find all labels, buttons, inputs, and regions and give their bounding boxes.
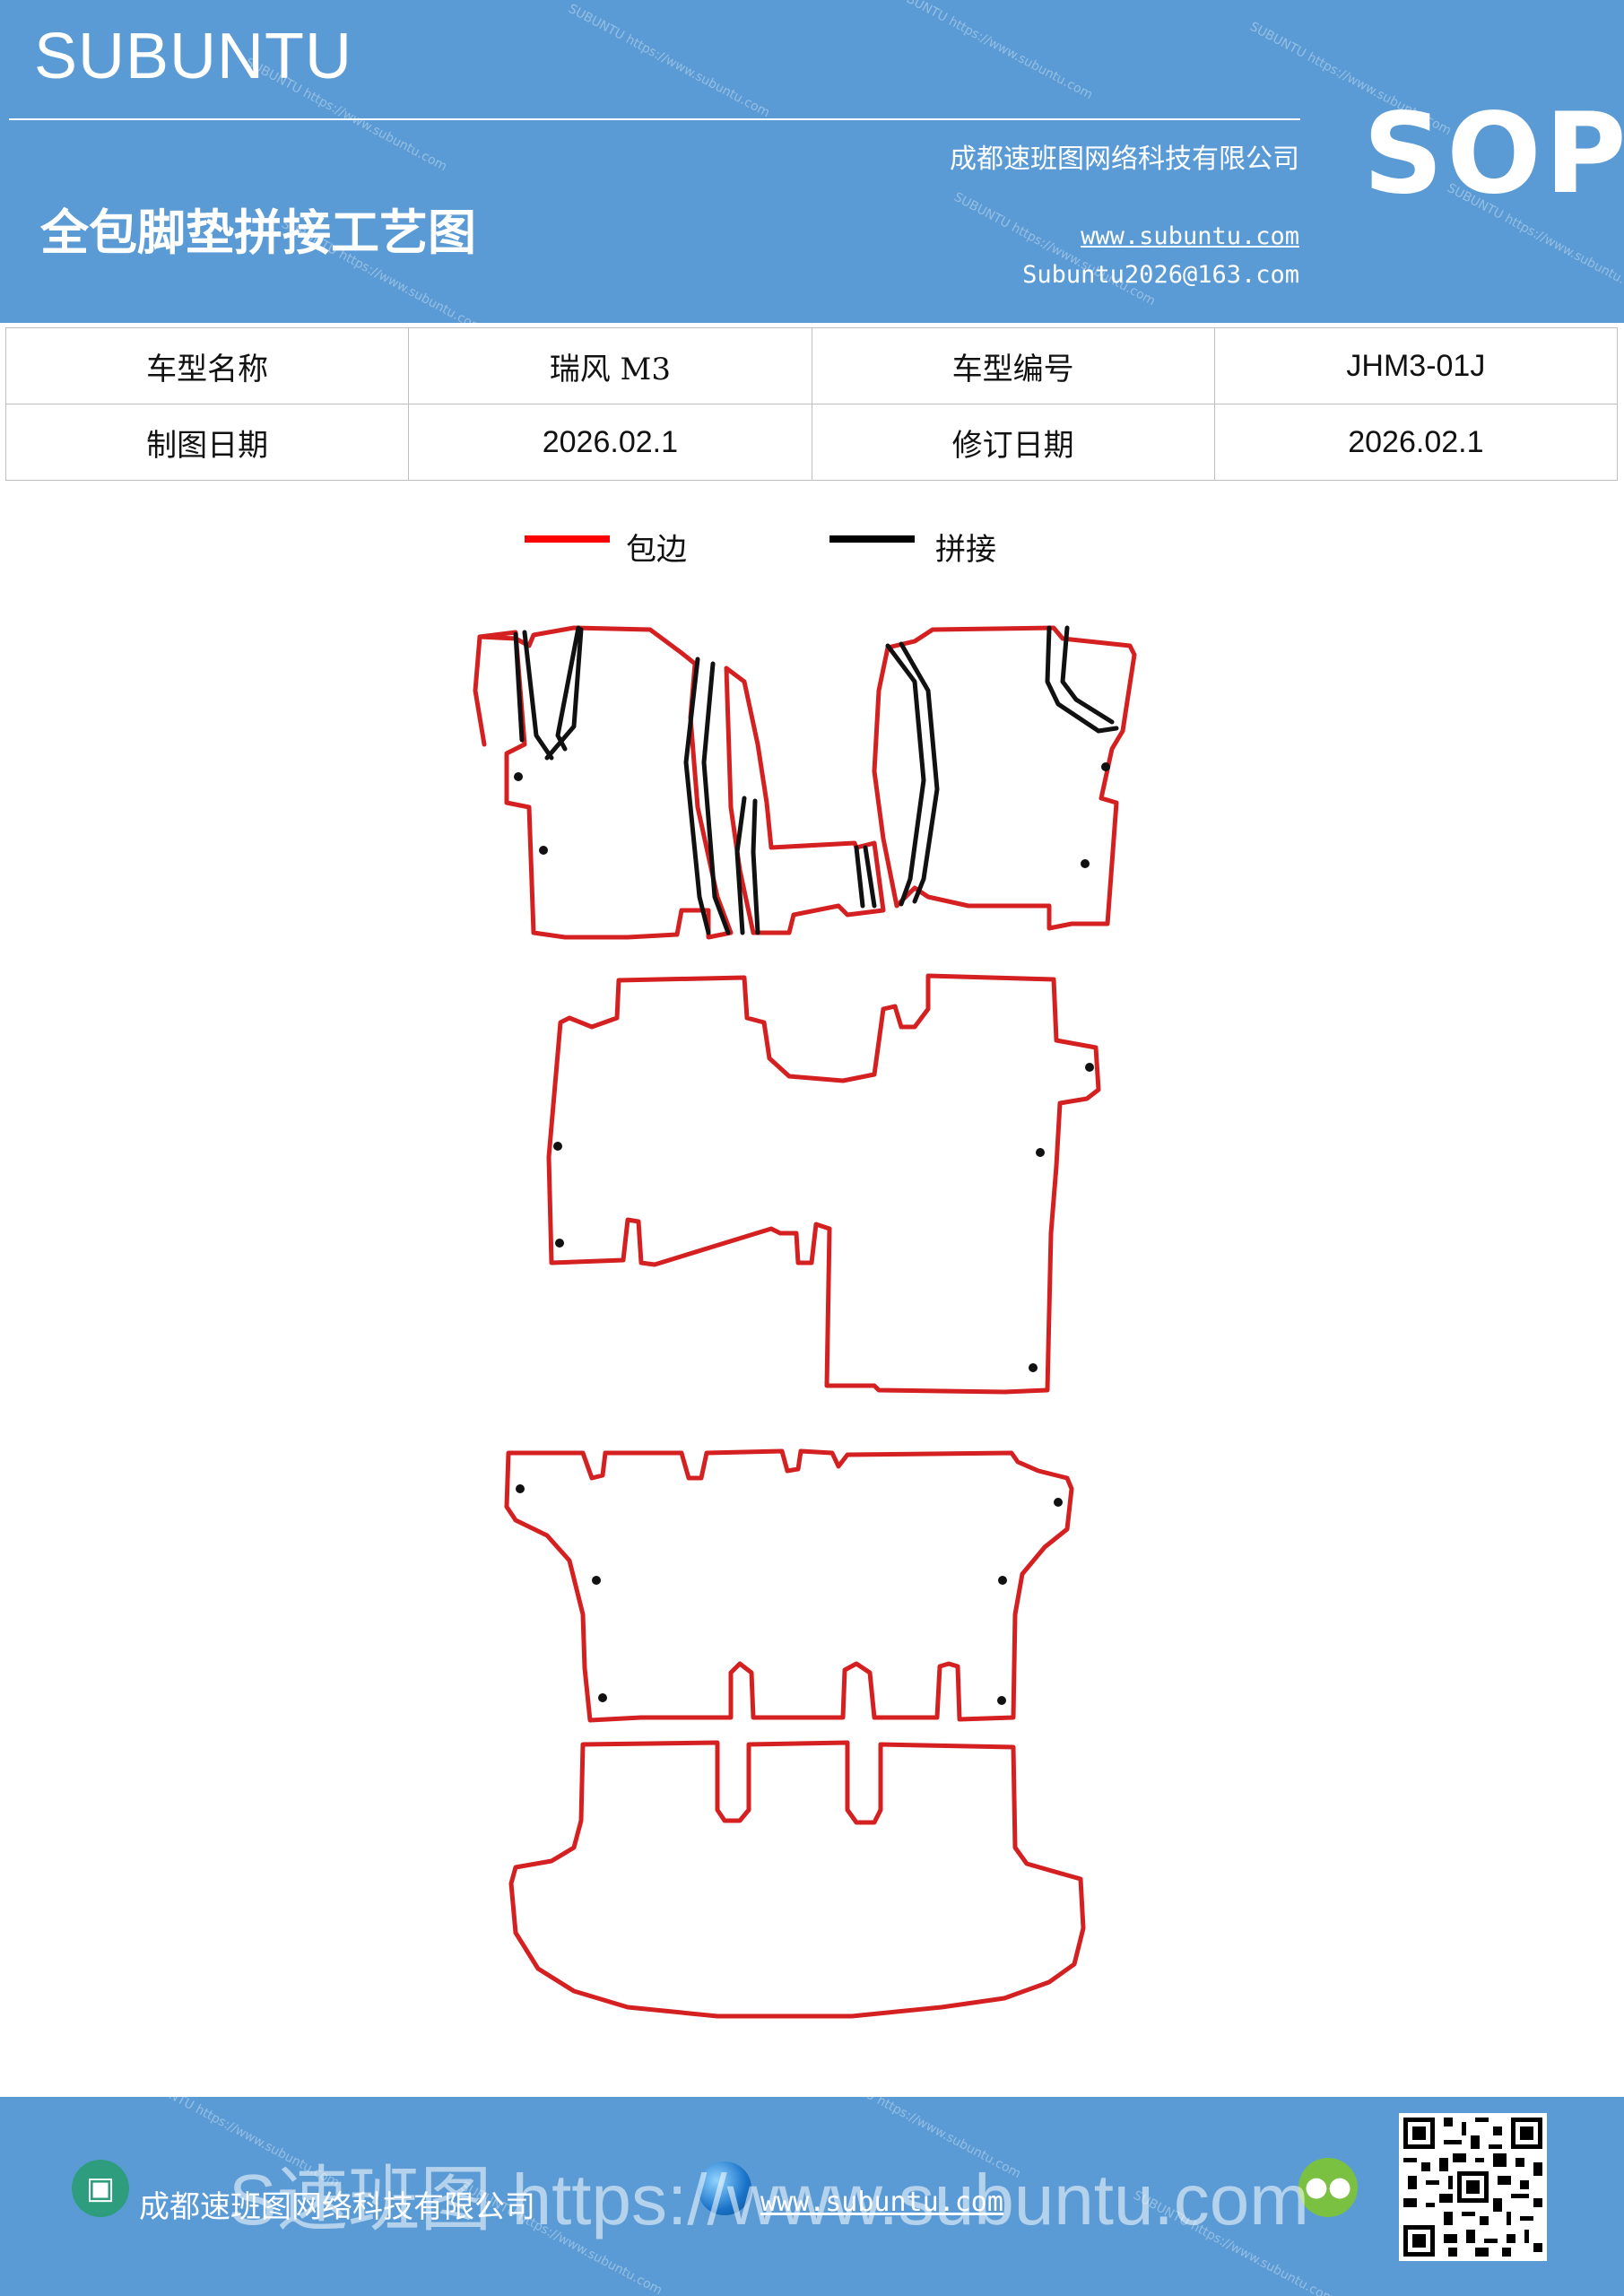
table-row: 车型名称 瑞风 M3 车型编号 JHM3-01J xyxy=(4,327,1619,404)
value-model-name: 瑞风 M3 xyxy=(408,327,812,404)
label-draw-date: 制图日期 xyxy=(4,404,410,481)
page-title: 全包脚垫拼接工艺图 xyxy=(40,204,476,261)
seam-line xyxy=(885,643,926,907)
driver-mat-left-flap xyxy=(473,634,487,747)
seam-line xyxy=(522,630,554,761)
seam-line xyxy=(854,845,865,909)
legend-swatch-seam xyxy=(829,535,915,543)
seam-line xyxy=(683,657,711,935)
fastener-dots xyxy=(514,762,1110,1705)
seam-line xyxy=(544,627,584,761)
qr-code xyxy=(1399,2113,1547,2261)
seam-line xyxy=(734,796,747,935)
label-revision-date: 修订日期 xyxy=(811,404,1215,481)
label-model-code: 车型编号 xyxy=(811,327,1215,404)
driver-mat-outline xyxy=(477,625,734,940)
passenger-mat-outline xyxy=(872,625,1137,931)
value-draw-date: 2026.02.1 xyxy=(408,404,812,481)
seam-line xyxy=(1060,625,1115,725)
header-divider xyxy=(9,118,1300,120)
footer-website-link[interactable]: www.subuntu.com xyxy=(760,2187,1003,2218)
middle-mat-outline xyxy=(546,973,1101,1395)
vehicle-info-table: 车型名称 瑞风 M3 车型编号 JHM3-01J 制图日期 2026.02.1 … xyxy=(4,327,1619,481)
footer-company-name: 成都速班图网络科技有限公司 xyxy=(139,2189,535,2225)
seam-line xyxy=(513,631,525,743)
seam-line xyxy=(1045,625,1119,734)
seam-line xyxy=(751,798,760,935)
wechat-icon: ●● xyxy=(1298,2158,1358,2217)
label-model-name: 车型名称 xyxy=(4,327,410,404)
footer-watermark-overlay: S速班图 https://www.subuntu.com xyxy=(229,2160,1309,2239)
rear-seat-mat-outline xyxy=(504,1448,1074,1723)
seam-line xyxy=(899,641,940,904)
trunk-mat-outline xyxy=(508,1740,1086,2019)
sop-label: SOP xyxy=(1363,90,1624,219)
building-icon: ▣ xyxy=(72,2160,129,2217)
legend-label-seam: 拼接 xyxy=(935,532,996,568)
brand-logo-text: SUBUNTU xyxy=(34,21,353,92)
globe-icon xyxy=(698,2161,751,2215)
seam-line xyxy=(701,661,731,935)
email-address[interactable]: Subuntu2026@163.com xyxy=(1022,261,1299,289)
seam-line xyxy=(555,625,581,752)
tunnel-mat-outline xyxy=(724,665,886,935)
company-name: 成都速班图网络科技有限公司 xyxy=(950,144,1299,175)
footer-banner: SUBUNTU https://www.subuntu.com SUBUNTU … xyxy=(0,2097,1624,2296)
website-link[interactable]: www.subuntu.com xyxy=(1081,222,1299,250)
value-revision-date: 2026.02.1 xyxy=(1213,404,1619,481)
value-model-code: JHM3-01J xyxy=(1213,327,1619,404)
seam-line xyxy=(863,845,877,909)
table-row: 制图日期 2026.02.1 修订日期 2026.02.1 xyxy=(4,404,1619,481)
header-banner: SUBUNTU https://www.subuntu.com SUBUNTU … xyxy=(0,0,1624,323)
floor-mat-diagram xyxy=(473,625,1137,2019)
legend-swatch-edging xyxy=(525,535,610,543)
legend-label-edging: 包边 xyxy=(626,532,687,568)
